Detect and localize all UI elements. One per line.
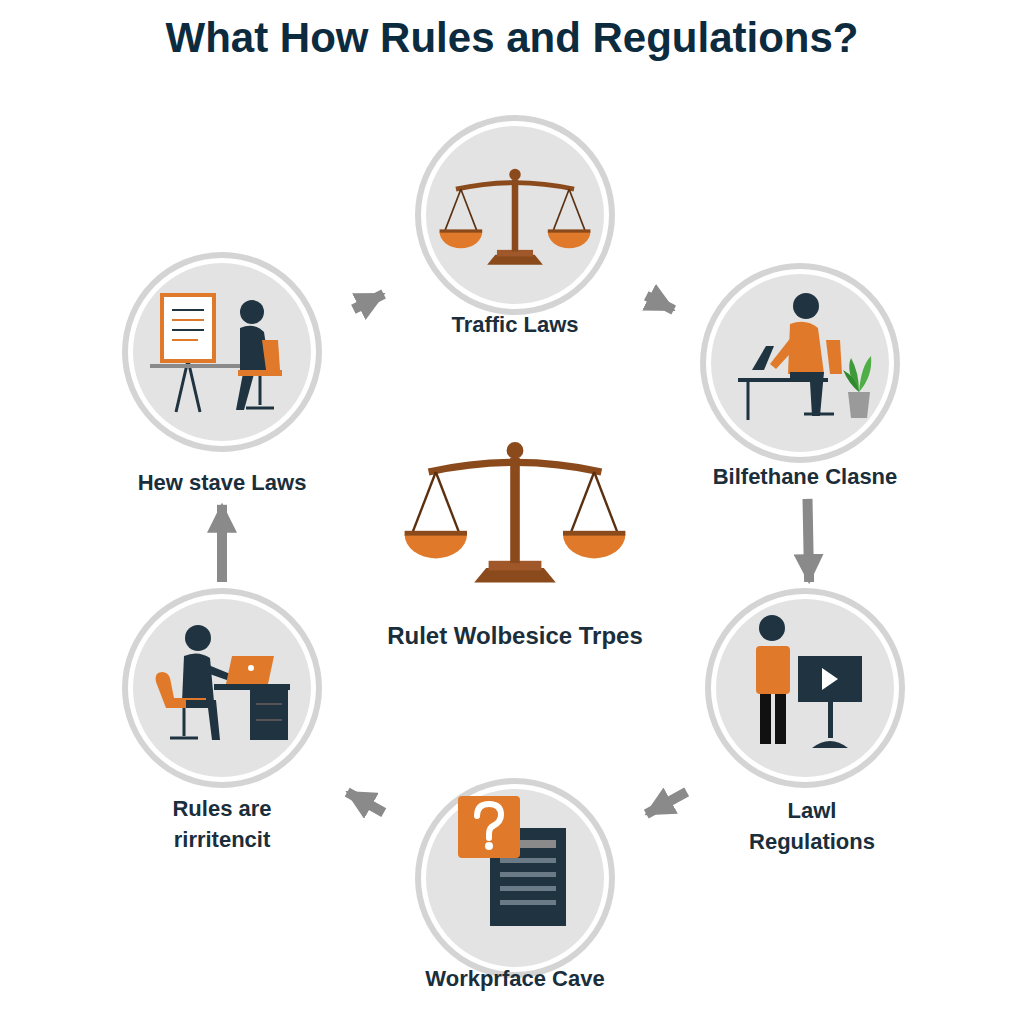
- circle-area: [389, 778, 641, 964]
- circle-node: Bilfethane Clasne: [679, 263, 931, 493]
- circle-node: Workprface Cave: [389, 778, 641, 995]
- node-label: Lawl Regulations: [730, 796, 895, 858]
- node-label: Traffic Laws: [389, 310, 641, 341]
- flow-arrow: [353, 294, 383, 309]
- circle-node: Lawl Regulations: [692, 588, 932, 858]
- flow-arrow: [646, 792, 686, 814]
- circle-node: Rules are rirritencit: [102, 588, 342, 856]
- node-label: Bilfethane Clasne: [679, 462, 931, 493]
- center-label: Rulet Wolbesice Trpes: [387, 620, 643, 652]
- flow-arrow: [808, 499, 810, 582]
- node-label: Workprface Cave: [389, 964, 641, 995]
- circle-area: [679, 263, 931, 462]
- diagram-title: What How Rules and Regulations?: [0, 14, 1024, 62]
- node-label: Hew stave Laws: [96, 468, 348, 499]
- circle-area: [102, 588, 342, 794]
- circle-area: [389, 115, 641, 310]
- flow-arrow: [646, 296, 673, 310]
- flow-arrow: [217, 505, 227, 582]
- flow-arrow: [347, 792, 384, 813]
- circle-node: Traffic Laws: [389, 115, 641, 341]
- circle-area: [96, 252, 348, 468]
- node-label: Rules are rirritencit: [140, 794, 305, 856]
- circle-area: [692, 588, 932, 796]
- circle-node: Hew stave Laws: [96, 252, 348, 499]
